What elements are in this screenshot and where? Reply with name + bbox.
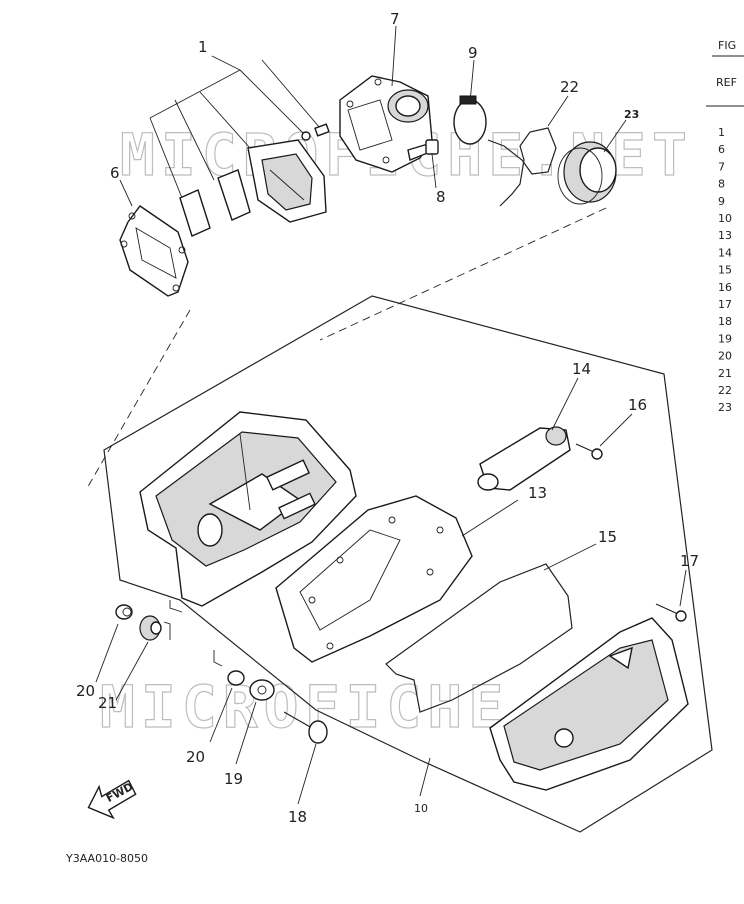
table-ref-row: 21 [718,367,732,380]
callout-19: 19 [224,770,243,788]
table-ref-row: 8 [718,178,725,191]
joint-23 [557,141,617,205]
collar-20-lower [227,670,245,686]
callout-20-a: 20 [76,682,95,700]
table-ref-row: 15 [718,264,732,277]
table-ref-row: 20 [718,350,732,363]
callout-13: 13 [528,484,547,502]
table-header-fig: FIG [718,39,736,52]
callout-1: 1 [198,38,208,56]
callout-10: 10 [414,802,428,815]
callout-15: 15 [598,528,617,546]
gasket-13 [275,495,473,663]
collar-20-upper [115,604,133,620]
table-ref-row: 16 [718,281,732,294]
table-ref-row: 13 [718,229,732,242]
table-ref-row: 1 [718,126,725,139]
table-ref-row: 9 [718,195,725,208]
spring-22 [487,127,557,207]
screw-17 [655,603,687,622]
intake-manifold-7 [339,75,433,173]
table-ref-row: 23 [718,401,732,414]
bracket-marks [163,600,223,667]
table-ref-row: 7 [718,160,725,173]
callout-20-b: 20 [186,748,205,766]
cover-10 [489,617,689,791]
clamp-9 [453,95,487,145]
washer-19 [249,679,275,701]
reed-petals [179,169,251,237]
figure-code: Y3AA010-8050 [65,852,148,865]
table-ref-row: 17 [718,298,732,311]
callout-18: 18 [288,808,307,826]
intake-duct-14 [477,426,571,491]
callout-8: 8 [436,188,446,206]
callouts: 1 7 9 22 23 6 8 14 16 13 15 17 20 21 20 … [76,10,699,826]
bolt-18 [283,711,328,744]
seal-15 [385,563,573,713]
callout-6: 6 [110,164,120,182]
fwd-arrow: FWD [87,779,137,820]
reed-valve-1 [247,123,330,223]
callout-9: 9 [468,44,478,62]
callout-14: 14 [572,360,591,378]
callout-23: 23 [624,108,639,121]
callout-16: 16 [628,396,647,414]
table-ref-row: 18 [718,315,732,328]
table-ref-row: 19 [718,332,732,345]
table-ref-row: 14 [718,246,732,259]
leader-lines-1 [149,55,321,199]
callout-22: 22 [560,78,579,96]
grommet-21 [139,615,162,641]
screw-16 [575,443,603,460]
air-cleaner-case [139,411,357,607]
gasket-6 [119,205,189,297]
table-ref-row: 6 [718,143,725,156]
table-ref-row: 22 [718,384,732,397]
leader-lines [95,25,687,805]
table-header-ref: REF [716,76,737,89]
callout-21: 21 [98,694,117,712]
table-ref-row: 10 [718,212,732,225]
callout-7: 7 [390,10,400,28]
callout-17: 17 [680,552,699,570]
bolt-8 [407,139,439,161]
assembly-frame [85,207,713,833]
